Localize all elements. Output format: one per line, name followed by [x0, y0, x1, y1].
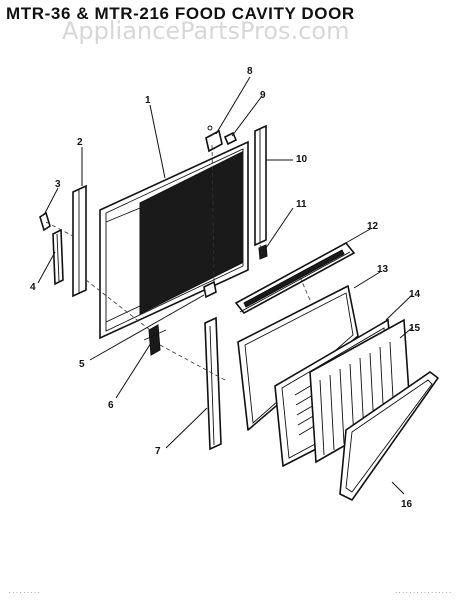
callout-9: 9 [260, 90, 266, 101]
callout-8: 8 [247, 66, 253, 77]
alignment-lines [45, 144, 311, 381]
callout-5: 5 [79, 359, 85, 370]
callout-4: 4 [30, 282, 36, 293]
part-9-fastener[interactable] [223, 131, 238, 146]
part-6-hinge[interactable] [143, 324, 167, 356]
callout-7: 7 [155, 446, 161, 457]
diagram-title: MTR-36 & MTR-216 FOOD CAVITY DOOR [6, 4, 355, 23]
part-4-bracket[interactable] [52, 228, 64, 286]
callout-11: 11 [296, 199, 307, 210]
callout-14: 14 [409, 289, 421, 300]
callout-labels: 1 2 3 4 5 6 7 8 9 10 11 12 13 14 15 16 [30, 66, 421, 510]
part-2-left-strip[interactable] [72, 184, 87, 298]
leader-lines [37, 76, 414, 495]
part-8-top-hinge[interactable] [205, 125, 223, 153]
part-15-vent-slots [319, 341, 395, 456]
callout-2: 2 [77, 137, 83, 148]
part-7-vertical-strip[interactable] [204, 316, 222, 451]
part-10-right-strip[interactable] [254, 124, 267, 247]
callout-15: 15 [409, 323, 421, 334]
footer-right-mark: ................ [394, 588, 452, 595]
part-12-handle-bar[interactable] [234, 241, 356, 315]
part-3-clip[interactable] [39, 211, 51, 232]
part-16-glass-panel[interactable] [339, 371, 440, 502]
callout-6: 6 [108, 400, 114, 411]
callout-12: 12 [367, 221, 379, 232]
callout-3: 3 [55, 179, 61, 190]
part-13-outer-frame[interactable] [237, 285, 359, 431]
part-1-door-frame[interactable] [99, 140, 249, 340]
callout-16: 16 [401, 499, 413, 510]
watermark: AppliancePartsPros.com [62, 17, 350, 45]
callout-10: 10 [296, 154, 308, 165]
footer-left-mark: ......... [8, 588, 41, 595]
part-5-bracket[interactable] [203, 280, 217, 299]
callout-1: 1 [145, 95, 151, 106]
callout-13: 13 [377, 264, 389, 275]
